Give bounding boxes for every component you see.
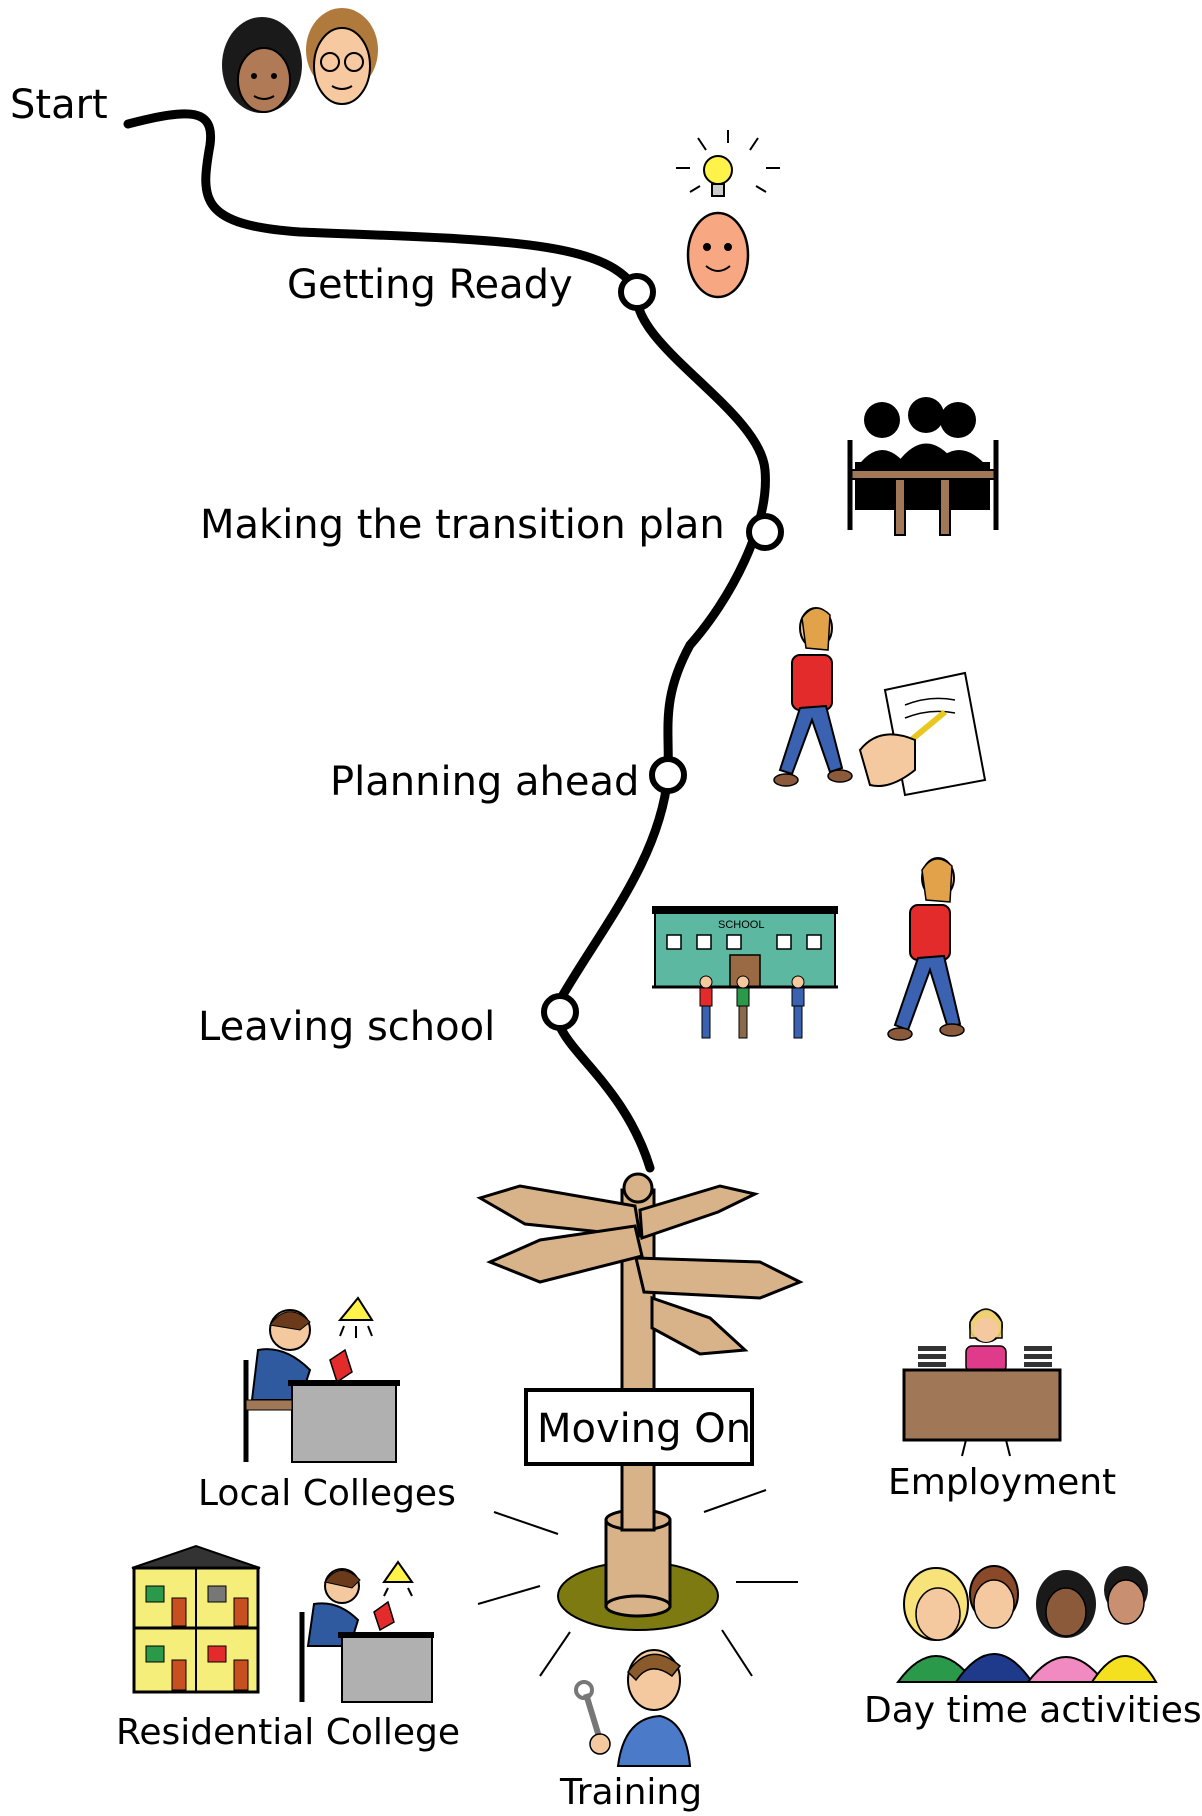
student-desk-icon [243,1296,400,1463]
meeting-table-icon [847,397,999,536]
stop-label-transition-plan: Making the transition plan [200,502,725,548]
school-sign: SCHOOL [718,919,764,931]
two-people-icon [222,8,378,113]
destination-label-residential-college: Residential College [116,1712,460,1753]
signpost [476,1172,804,1677]
student-desk-icon-small [299,1560,434,1703]
walking-writing-icon [773,607,987,797]
idea-egg-icon [676,130,780,299]
start-label: Start [10,82,108,128]
destination-label-training: Training [559,1772,702,1813]
moving-on-label: Moving On [537,1406,751,1452]
stop-marker-getting-ready [618,273,656,311]
stop-marker-planning-ahead [649,756,687,794]
stop-marker-leaving-school [541,993,579,1031]
stop-label-getting-ready: Getting Ready [287,262,573,308]
transition-path [123,109,770,1173]
destination-label-local-colleges: Local Colleges [198,1473,456,1514]
moving-on-sign [524,1388,754,1466]
office-desk-icon [902,1308,1062,1457]
stop-label-leaving-school: Leaving school [198,1004,495,1050]
destination-label-day-time-activities: Day time activities [864,1690,1202,1731]
school-building-icon: SCHOOL [652,906,838,1039]
walking-person-icon [887,857,965,1041]
worker-wrench-icon [574,1649,692,1767]
group-people-icon [896,1565,1158,1683]
residential-house-icon [131,1544,261,1694]
destination-label-employment: Employment [888,1462,1116,1503]
stop-marker-transition-plan [746,513,784,551]
pupils-icon [699,975,805,1039]
stop-label-planning-ahead: Planning ahead [330,759,639,805]
